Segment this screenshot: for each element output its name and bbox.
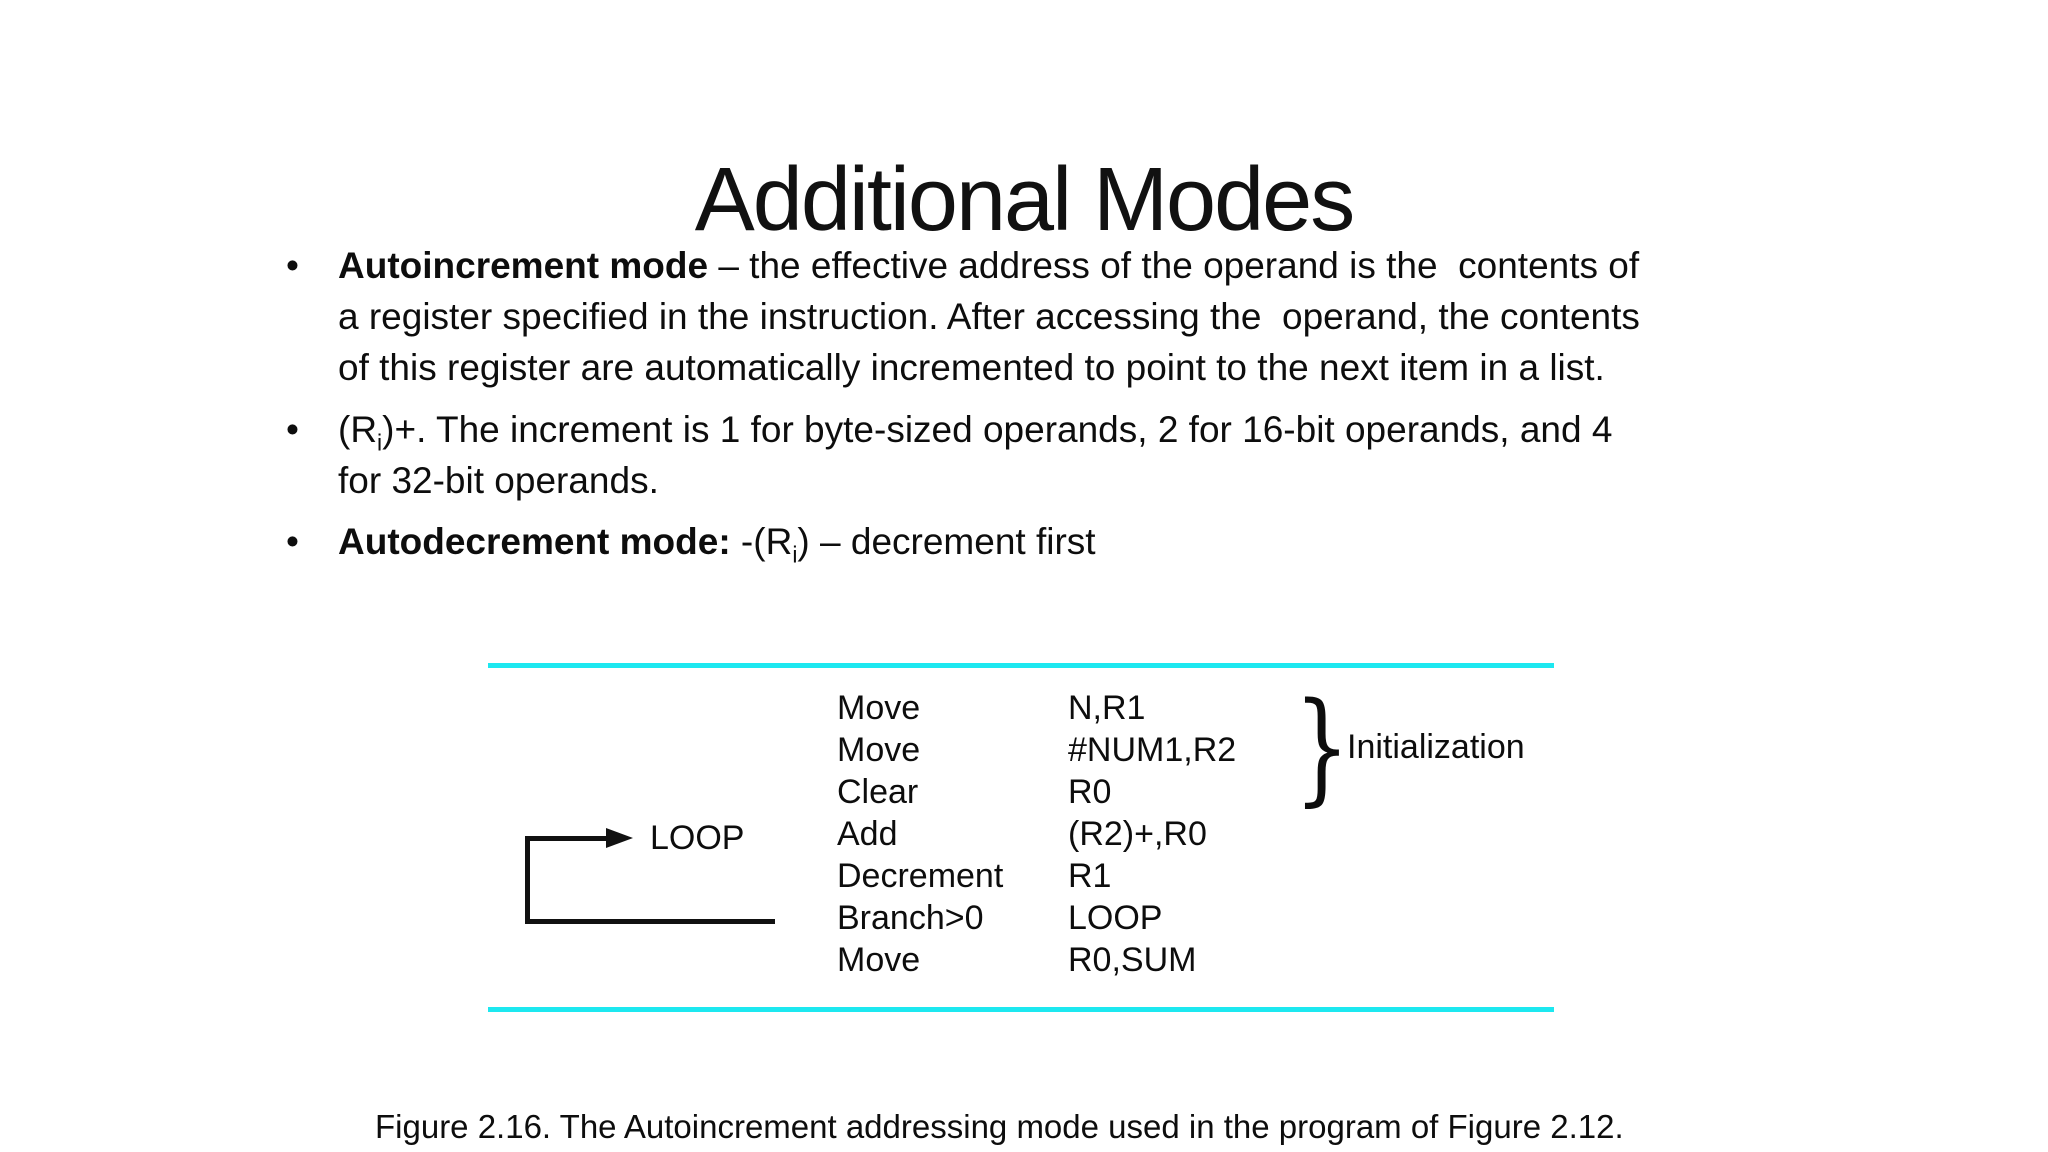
bullet-bold-term: Autoincrement mode [338, 245, 709, 286]
code-row: Move N,R1 [837, 687, 1236, 729]
bullet-line-rest: ) – decrement first [797, 521, 1096, 562]
code-row: Decrement R1 [837, 855, 1236, 897]
bullet-bold-term: Autodecrement mode: [338, 521, 731, 562]
bullet-autoincrement: • Autoincrement mode – the effective add… [284, 240, 1640, 393]
opcode: Move [837, 689, 921, 727]
loop-arrow-top-line [525, 836, 609, 841]
code-row: Move R0,SUM [837, 939, 1236, 981]
opcode: Move [837, 731, 921, 769]
bullet-autodecrement: • Autodecrement mode: -(Ri) – decrement … [284, 516, 1096, 567]
code-row: Move #NUM1,R2 [837, 729, 1236, 771]
operand: (R2)+,R0 [1068, 815, 1207, 853]
figure-caption: Figure 2.16. The Autoincrement addressin… [375, 1108, 1624, 1145]
bullet-line: for 32-bit operands. [338, 460, 659, 501]
opcode: Clear [837, 773, 919, 811]
initialization-label: Initialization [1347, 728, 1525, 766]
register-notation: -(R [730, 521, 793, 562]
bullet-dot: • [286, 521, 299, 562]
loop-label: LOOP [650, 819, 745, 857]
subscript-i: i [377, 429, 383, 456]
bullet-text: (Ri)+. The increment is 1 for byte-sized… [338, 404, 1612, 506]
operand: LOOP [1068, 899, 1163, 937]
operand: R1 [1068, 857, 1112, 895]
bullet-dot: • [286, 409, 299, 450]
loop-arrow-vertical-line [525, 836, 530, 924]
opcode: Move [837, 941, 921, 979]
operand: #NUM1,R2 [1068, 731, 1237, 769]
bullet-text: Autoincrement mode – the effective addre… [338, 240, 1640, 393]
assembly-program: Move N,R1 Move #NUM1,R2 Clear R0 Add (R2)+,R… [837, 687, 1236, 981]
bullet-dot: • [286, 245, 299, 286]
bullet-text: Autodecrement mode: -(Ri) – decrement fi… [338, 516, 1096, 567]
subscript-i: i [792, 541, 798, 568]
bullet-line-rest: – the effective address of the operand i… [708, 245, 1640, 286]
figure-bottom-rule [488, 1007, 1554, 1012]
opcode: Decrement [837, 857, 1004, 895]
initialization-brace: } [1294, 676, 1350, 818]
bullet-line: of this register are automatically incre… [338, 347, 1605, 388]
code-row: Add (R2)+,R0 [837, 813, 1236, 855]
figure-top-rule [488, 663, 1554, 668]
bullet-line: (Ri)+. The increment is 1 for byte-sized… [338, 404, 1612, 455]
opcode: Branch>0 [837, 899, 984, 937]
bullet-line: a register specified in the instruction.… [338, 296, 1640, 337]
opcode: Add [837, 815, 898, 853]
operand: R0 [1068, 773, 1112, 811]
bullet-line: Autoincrement mode – the effective addre… [338, 240, 1640, 291]
register-notation: (R [338, 409, 378, 450]
bullet-line: Autodecrement mode: -(Ri) – decrement fi… [338, 516, 1096, 567]
operand: N,R1 [1068, 689, 1146, 727]
code-row: Clear R0 [837, 771, 1236, 813]
slide-title: Additional Modes [694, 150, 1355, 250]
loop-arrow-bottom-line [525, 919, 775, 924]
operand: R0,SUM [1068, 941, 1197, 979]
bullet-increment-sizes: • (Ri)+. The increment is 1 for byte-siz… [284, 404, 1612, 506]
loop-arrow-head-icon [606, 828, 633, 848]
code-row: Branch>0 LOOP [837, 897, 1236, 939]
bullet-line-rest: )+. The increment is 1 for byte-sized op… [382, 409, 1613, 450]
